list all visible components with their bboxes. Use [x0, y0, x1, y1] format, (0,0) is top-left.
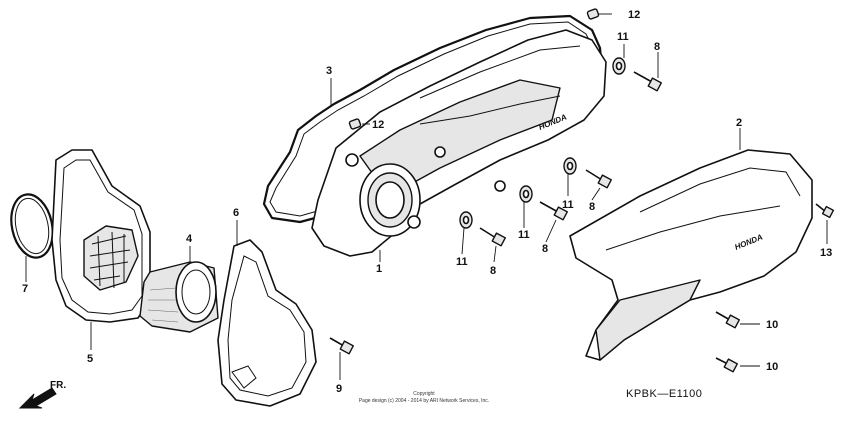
bolt-part [329, 71, 835, 373]
callout-4: 4 [186, 233, 193, 245]
washer-part [459, 57, 626, 229]
callouts: 12 12 3 1 2 4 5 6 7 9 10 10 13 11 8 11 8… [22, 9, 832, 395]
direction-label: FR. [50, 380, 66, 391]
callout-11-a: 11 [617, 31, 629, 43]
duct-cover-part [51, 149, 151, 323]
callout-2: 2 [736, 117, 742, 129]
callout-8-d: 8 [490, 265, 496, 277]
arrow-icon [18, 387, 57, 409]
o-ring-part [10, 193, 54, 259]
callout-12-lower: 12 [372, 119, 384, 131]
callout-11-c: 11 [518, 229, 530, 241]
callout-9: 9 [336, 383, 342, 395]
diagram-code: KPBK—E1100 [626, 388, 702, 400]
copyright-line-1: Copyright [413, 391, 435, 397]
inner-cover-part [217, 239, 317, 407]
callout-8-a: 8 [654, 41, 660, 53]
dowel-pin-part [348, 8, 600, 130]
callout-6: 6 [233, 207, 239, 219]
callout-11-b: 11 [562, 199, 574, 211]
filter-part [139, 261, 219, 333]
callout-12-upper: 12 [628, 9, 640, 21]
copyright-line-2: Page design (c) 2004 - 2014 by ARI Netwo… [359, 398, 489, 404]
front-direction-arrow: FR. [18, 380, 66, 409]
callout-8-b: 8 [589, 201, 595, 213]
callout-10-upper: 10 [766, 319, 778, 331]
callout-11-d: 11 [456, 256, 468, 268]
callout-1: 1 [376, 263, 382, 275]
callout-5: 5 [87, 353, 93, 365]
callout-13: 13 [820, 247, 832, 259]
leader-lines [25, 13, 828, 380]
callout-10-lower: 10 [766, 361, 778, 373]
crankcase-cover-part: HONDA [311, 29, 607, 257]
outer-cover-part: HONDA [569, 149, 813, 361]
callout-3: 3 [326, 65, 332, 77]
callout-7: 7 [22, 283, 28, 295]
callout-8-c: 8 [542, 243, 548, 255]
